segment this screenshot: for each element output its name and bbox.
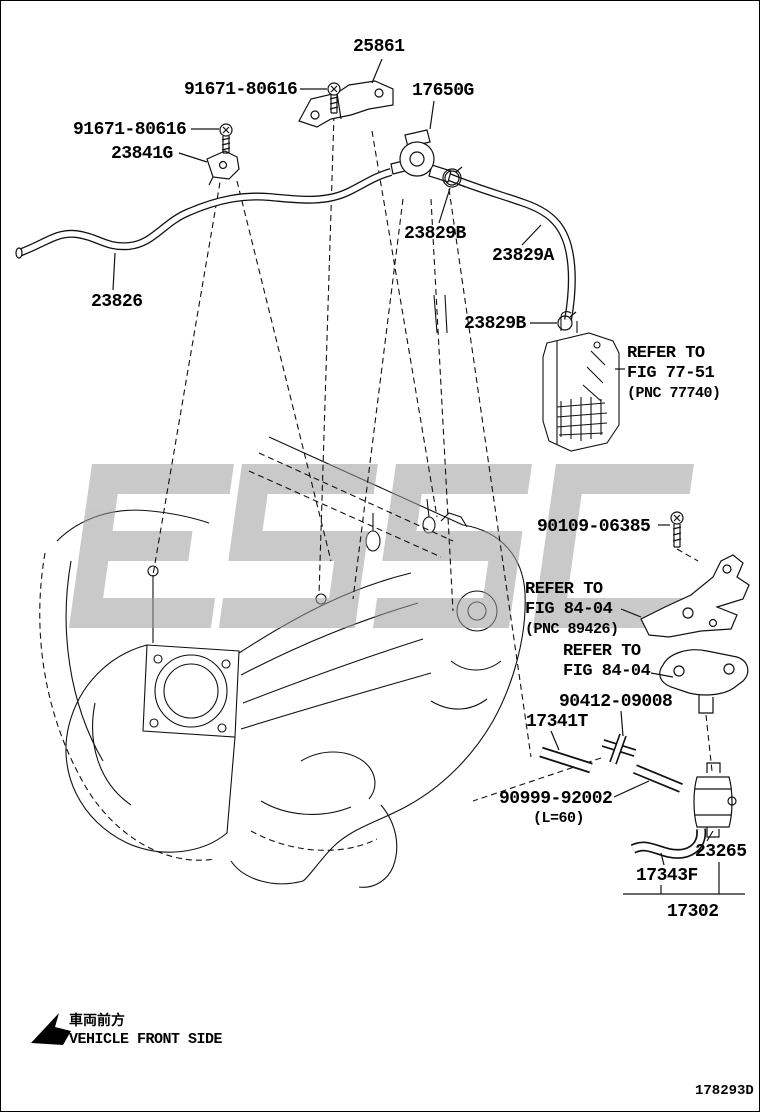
vehicle-front-label-en: VEHICLE FRONT SIDE <box>69 1031 223 1048</box>
part-label-91671-80616-b: 91671-80616 <box>73 120 187 140</box>
vehicle-front-label-jp: 車両前方 <box>69 1013 125 1029</box>
refer-note-line: REFER TO <box>627 344 705 363</box>
part-label-17343F: 17343F <box>636 866 698 886</box>
watermark-logo <box>68 464 694 628</box>
refer-note-bracket2: REFER TO FIG 84-04 <box>563 642 651 682</box>
refer-note-pnc: (PNC 77740) <box>627 385 721 402</box>
bracket-23841G-drawing <box>206 150 240 186</box>
part-label-23265: 23265 <box>695 842 747 862</box>
bolt-icon-left <box>219 123 233 154</box>
charcoal-canister-drawing <box>542 311 620 452</box>
part-label-90999-length: (L=60) <box>533 810 585 827</box>
refer-note-pnc: (PNC 89426) <box>525 621 619 638</box>
bracket-8404-drawing <box>659 649 749 714</box>
refer-note-line: REFER TO <box>563 642 641 661</box>
refer-note-canister: REFER TO FIG 77-51 (PNC 77740) <box>627 344 721 404</box>
part-label-23826: 23826 <box>91 292 143 312</box>
part-label-91671-80616-a: 91671-80616 <box>184 80 298 100</box>
part-label-23829A: 23829A <box>492 246 554 266</box>
hose-23829A-drawing <box>447 173 576 321</box>
leader-lines <box>112 58 745 895</box>
engine-drawing <box>56 294 526 888</box>
hose-23826-drawing <box>15 168 393 259</box>
valve-23265-drawing <box>693 762 737 838</box>
bracket-25861-drawing <box>298 80 394 128</box>
tee-connector-17302-drawing <box>601 733 637 765</box>
part-label-23841G: 23841G <box>111 144 173 164</box>
part-label-90999-92002: 90999-92002 <box>499 789 613 809</box>
refer-note-line: FIG 84-04 <box>525 600 613 619</box>
refer-note-line: FIG 77-51 <box>627 364 715 383</box>
part-label-90109-06385: 90109-06385 <box>537 517 651 537</box>
part-label-17341T: 17341T <box>526 712 588 732</box>
hose-17341T-drawing <box>539 746 593 774</box>
dashed-leader-lines <box>39 114 713 861</box>
diagram-id: 178293D <box>695 1083 754 1099</box>
bolt-icon-90109 <box>670 511 684 548</box>
part-label-23829B-mid: 23829B <box>464 314 526 334</box>
part-label-17650G: 17650G <box>412 81 474 101</box>
refer-note-line: REFER TO <box>525 580 603 599</box>
part-label-23829B-top: 23829B <box>404 224 466 244</box>
refer-note-line: FIG 84-04 <box>563 662 651 681</box>
refer-note-bracket1: REFER TO FIG 84-04 (PNC 89426) <box>525 580 619 640</box>
clamp-23829B-mid-icon <box>557 311 577 331</box>
part-label-25861: 25861 <box>353 37 405 57</box>
vsv-valve-17650G-drawing <box>390 129 466 188</box>
vehicle-front-arrow <box>31 1013 71 1045</box>
part-label-90412-09008: 90412-09008 <box>559 692 673 712</box>
bolt-icon-top <box>327 82 341 114</box>
part-label-17302: 17302 <box>667 902 719 922</box>
clamp-23829B-top-icon <box>442 168 462 188</box>
bracket-89426-drawing <box>640 554 750 638</box>
hose-17343F-drawing <box>630 828 707 859</box>
hose-90999-drawing <box>633 764 683 793</box>
